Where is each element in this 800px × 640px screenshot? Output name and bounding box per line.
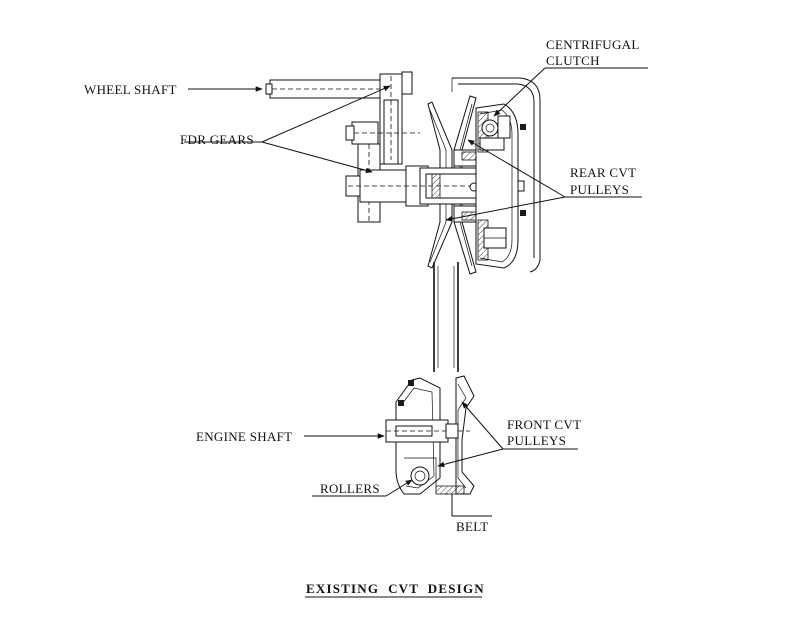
label-fdr-gears: FDR GEARS xyxy=(180,132,254,147)
engine-shaft-part xyxy=(385,419,470,443)
label-rear-cvt-line2: PULLEYS xyxy=(570,182,629,197)
fdr-gear-upper xyxy=(379,71,413,165)
wheel-shaft-part xyxy=(265,79,390,99)
label-belt: BELT xyxy=(456,519,489,534)
label-centrifugal-clutch-line2: CLUTCH xyxy=(546,53,600,68)
diagram-title: EXISTING CVT DESIGN xyxy=(306,581,485,596)
housing-outline xyxy=(451,77,541,273)
label-front-cvt-line2: PULLEYS xyxy=(507,433,566,448)
rollers-part xyxy=(404,457,437,488)
label-rear-cvt-line1: REAR CVT xyxy=(570,165,636,180)
fdr-gear-lower xyxy=(345,165,430,207)
front-pulley-right-sheave xyxy=(435,375,475,495)
label-wheel-shaft: WHEEL SHAFT xyxy=(84,82,177,97)
cvt-belt xyxy=(433,262,459,372)
label-front-cvt-line1: FRONT CVT xyxy=(507,417,581,432)
centrifugal-clutch-part xyxy=(475,103,526,269)
label-rollers: ROLLERS xyxy=(320,481,380,496)
leader-lines xyxy=(184,67,648,517)
label-centrifugal-clutch-line1: CENTRIFUGAL xyxy=(546,37,640,52)
label-engine-shaft: ENGINE SHAFT xyxy=(196,429,292,444)
